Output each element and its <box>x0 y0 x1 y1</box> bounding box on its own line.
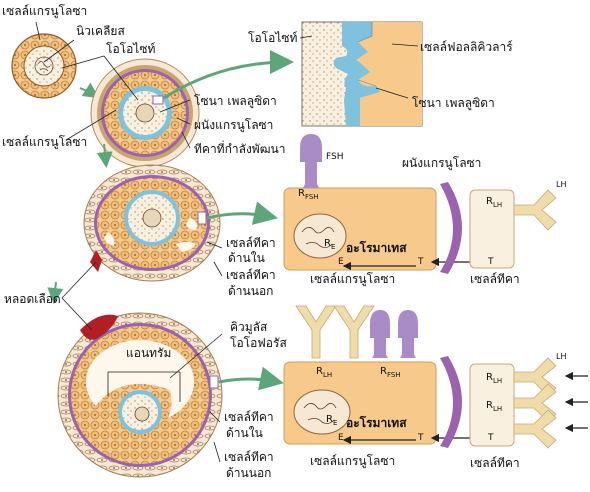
secondary-follicle <box>83 164 221 282</box>
receptor-lh-bot: RLH <box>316 366 333 379</box>
theca-label-bot: เซลล์ทีคา <box>470 456 520 470</box>
t1-bot: T <box>418 433 424 443</box>
lh-receptors-theca-bot <box>513 357 588 449</box>
fsh-receptor-mid <box>300 134 322 188</box>
primary-follicle <box>90 58 200 168</box>
receptor-lh-theca-1: RLH <box>486 372 503 385</box>
t2-bot: T <box>488 433 494 443</box>
label-blood-vessel: หลอดเลือด <box>4 292 61 306</box>
receptor-fsh-mid: RFSH <box>298 188 319 201</box>
receptor-fsh-bot: RFSH <box>380 366 401 379</box>
lh-receptor-mid <box>513 189 557 231</box>
label-theca-externa-mid-2: ด้านนอก <box>228 284 274 298</box>
e-bot: E <box>338 433 344 443</box>
label-nucleus: นิวเคลียส <box>76 24 125 38</box>
label-granulosa-wall: ผนังแกรนูโลซา <box>194 118 274 132</box>
granulosa-cell-bot <box>283 361 486 445</box>
label-granulosa-left: เซลล์แกรนูโลซา <box>2 135 88 149</box>
label-zona-left: โซนา เพลลูซิดา <box>194 94 277 108</box>
label-theca-interna-bot-1: เซลล์ทีคา <box>224 410 274 424</box>
receptor-lh-mid: RLH <box>486 196 503 209</box>
label-granulosa-top: เซลล์แกรนูโลซา <box>2 4 88 18</box>
label-cumulus-1: คิวมูลัส <box>230 320 268 334</box>
lh-label-bot: LH <box>556 352 567 361</box>
label-theca-externa-bot-1: เซลล์ทีคา <box>224 450 274 464</box>
primordial-follicle <box>11 33 77 99</box>
label-theca-interna-mid-1: เซลล์ทีคา <box>226 236 276 250</box>
antral-follicle <box>57 312 223 478</box>
t2-mid: T <box>488 257 494 267</box>
t1-mid: T <box>418 257 424 267</box>
label-theca-externa-mid-1: เซลล์ทีคา <box>226 268 276 282</box>
theca-label-mid: เซลล์ทีคา <box>470 272 520 286</box>
granulosa-cell-mid <box>283 187 486 271</box>
label-zona-zoom: โซนา เพลลูซิดา <box>412 96 495 110</box>
lh-label-mid: LH <box>556 180 567 189</box>
granulosa-wall-mid-band <box>440 182 462 274</box>
granulosa-label-bot: เซลล์แกรนูโลซา <box>310 454 396 468</box>
fsh-receptors-bot <box>370 310 418 358</box>
label-antrum: แอนทรัม <box>126 346 172 360</box>
label-oocyte-top: โอโอไซท์ <box>106 42 156 56</box>
zona-zoom-box <box>301 21 423 127</box>
label-theca-externa-bot-2: ด้านนอก <box>226 466 272 480</box>
granulosa-wall-bot-band <box>440 356 462 448</box>
label-granulosa-wall-mid: ผนังแกรนูโลซา <box>402 156 482 170</box>
label-theca-interna-mid-2: ด้านใน <box>228 251 265 265</box>
receptor-e-mid: RE <box>324 238 336 251</box>
receptor-lh-theca-2: RLH <box>486 400 503 413</box>
receptor-e-bot: RE <box>326 414 338 427</box>
e-mid: E <box>338 257 344 267</box>
theca-cell-mid <box>469 189 515 269</box>
aromatase-mid: อะโรมาเทส <box>346 241 407 255</box>
label-follicular-cell: เซลล์ฟอลลิคิวลาร์ <box>420 40 513 54</box>
label-cumulus-2: โอโอฟอรัส <box>230 336 287 350</box>
aromatase-bot: อะโรมาเทส <box>346 416 407 430</box>
label-theca-interna-bot-2: ด้านใน <box>226 426 263 440</box>
granulosa-label-mid: เซลล์แกรนูโลซา <box>310 272 396 286</box>
label-oocyte-zoom: โอโอไซท์ <box>248 31 298 45</box>
leader-lines <box>35 21 419 463</box>
lh-receptors-granulosa-bot <box>295 305 375 359</box>
fsh-label-mid: FSH <box>326 152 344 162</box>
label-developing-theca: ทีคาที่กำลังพัฒนา <box>194 142 286 156</box>
